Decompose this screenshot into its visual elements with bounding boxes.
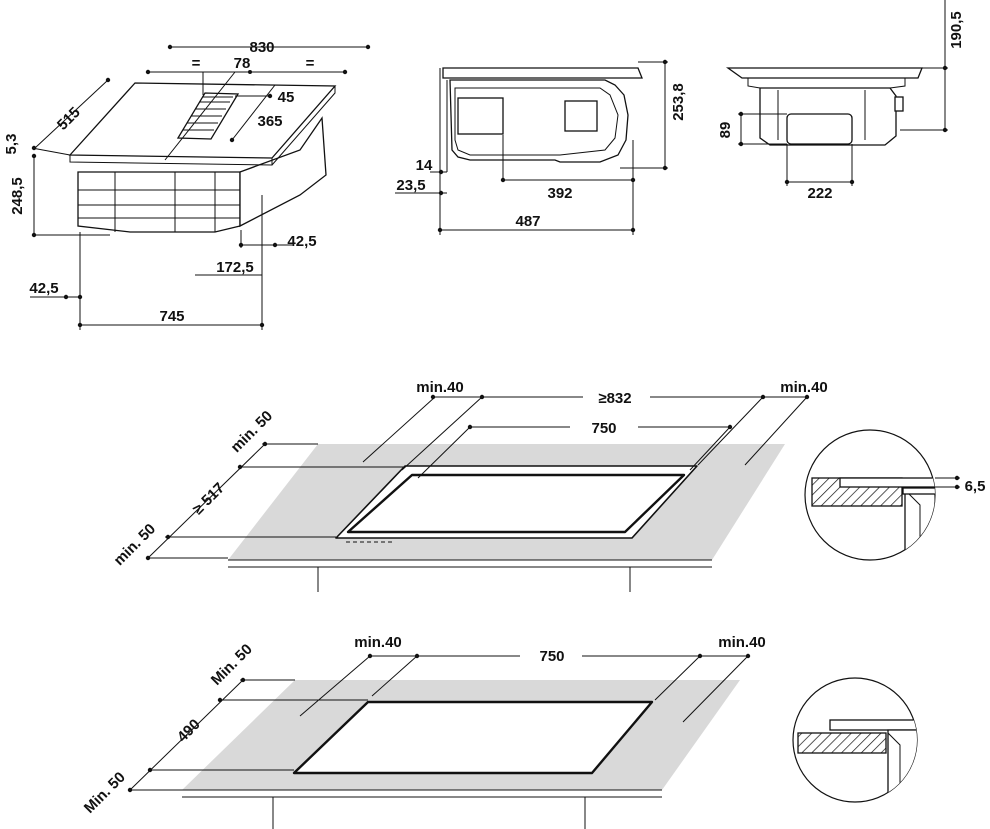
dim-45: 45 [278,89,295,106]
dim-78: 78 [234,55,251,72]
detail-flush: 6,5 [804,429,986,561]
side-glass [442,67,643,79]
dim-515: 515 [54,104,84,134]
label-750-a: 750 [591,420,616,437]
front-duct-outlet [786,113,853,145]
label-min40-right-a: min.40 [780,379,828,396]
dim-830: 830 [249,39,274,56]
label-min40-left-b: min.40 [354,634,402,651]
dim-172-5: 172,5 [216,259,254,276]
front-view: 190,5 89 222 [717,0,965,202]
dim-42-5-right: 42,5 [287,233,316,250]
side-view: 253,8 14 23,5 392 487 [395,59,687,235]
dim-5-3: 5,3 [3,134,20,155]
label-min50-front-a: min. 50 [111,521,160,570]
dim-42-5-left: 42,5 [29,280,58,297]
label-min50-front-b: Min. 50 [81,769,129,817]
label-min40-right-b: min.40 [718,634,766,651]
dim-equal-right: = [306,55,315,72]
dim-365: 365 [257,113,282,130]
install-flush: min.40 ≥832 min.40 750 min. 50 ≥ 517 min… [111,379,828,592]
dim-14: 14 [416,157,433,174]
label-750-b: 750 [539,648,564,665]
label-min50-back-b: Min. 50 [208,641,256,689]
label-min40-left-a: min.40 [416,379,464,396]
dim-392: 392 [547,185,572,202]
dim-equal-left: = [192,55,201,72]
label-832: ≥832 [598,390,631,407]
side-fan-right [564,100,598,132]
label-490: 490 [174,716,204,746]
side-fan-left [457,97,504,135]
dim-190-5: 190,5 [948,11,965,49]
dim-745: 745 [159,308,184,325]
label-min50-back-a: min. 50 [228,408,277,457]
install-standard: min.40 750 min.40 Min. 50 490 Min. 50 [81,634,766,829]
dim-23-5: 23,5 [396,177,425,194]
dim-89: 89 [717,122,734,139]
dim-222: 222 [807,185,832,202]
dim-487: 487 [515,213,540,230]
iso-view: 830 = = 78 45 365 515 5,3 248,5 42,5 172… [3,39,371,330]
detail-standard [792,677,918,803]
front-glass [725,67,923,79]
label-6-5: 6,5 [965,478,986,495]
dim-248-5: 248,5 [9,177,26,215]
iso-motor-housing [77,171,241,233]
dim-253-8: 253,8 [670,83,687,121]
